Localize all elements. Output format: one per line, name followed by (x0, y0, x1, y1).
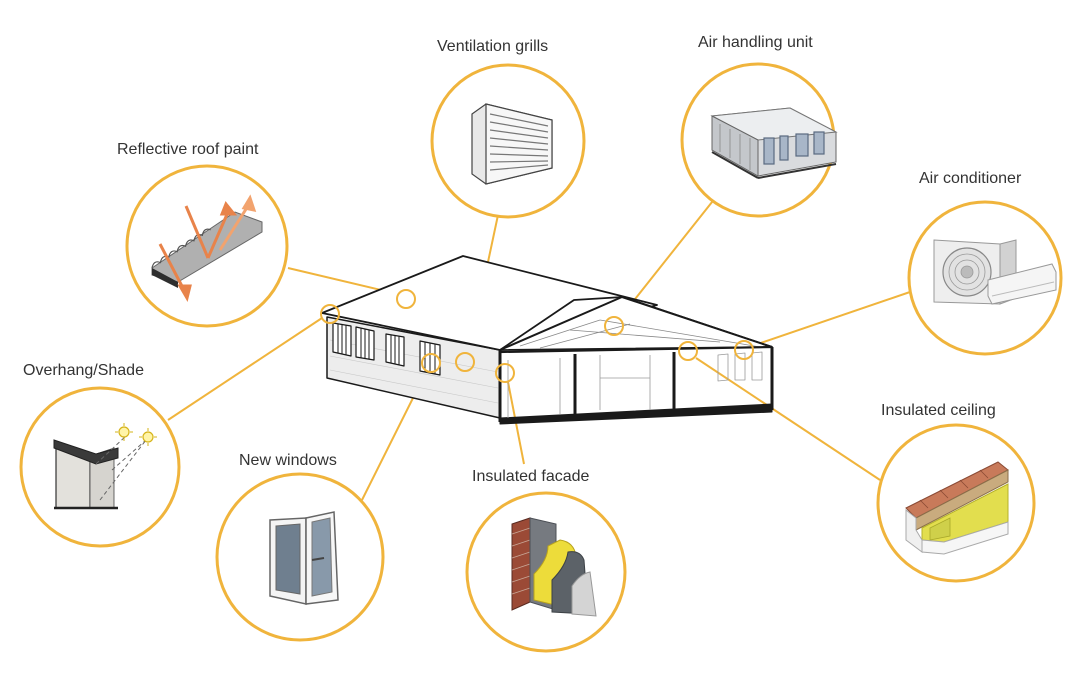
connector-air-handling-unit (619, 196, 717, 319)
connector-air-conditioner (751, 291, 911, 347)
overhang-shade-icon (53, 423, 157, 510)
air-conditioner-icon (933, 239, 1057, 305)
marker-air-handling-unit (604, 316, 624, 336)
cutaway-roof-edge (499, 296, 773, 351)
interior-details (507, 351, 763, 418)
marker-reflective-roof-paint (396, 289, 416, 309)
sun-icon (118, 426, 154, 443)
marker-insulated-ceiling (678, 341, 698, 361)
ceiling-lines (519, 319, 761, 349)
label-reflective-roof-paint: Reflective roof paint (117, 141, 259, 158)
connector-insulated-ceiling (695, 357, 881, 481)
cutaway-back-wall (499, 345, 773, 354)
markers (320, 289, 754, 383)
air-handling-unit-icon (710, 107, 838, 179)
connector-lines (167, 196, 911, 501)
marker-ventilation-grills (455, 352, 475, 372)
label-ventilation-grills: Ventilation grills (437, 38, 549, 55)
cutaway-floor (499, 403, 773, 425)
label-overhang-shade: Overhang/Shade (23, 362, 144, 379)
marker-new-windows (421, 353, 441, 373)
reflective-roof-icon (151, 194, 263, 302)
label-new-windows: New windows (239, 452, 337, 469)
front-windows (332, 322, 441, 376)
connector-overhang-shade (167, 317, 323, 421)
window-icon (269, 511, 339, 605)
insulated-facade-icon (511, 517, 597, 617)
label-air-handling-unit: Air handling unit (698, 34, 813, 51)
ventilation-grill-icon (471, 103, 553, 185)
marker-overhang-shade (320, 304, 340, 324)
insulated-ceiling-icon (905, 461, 1009, 555)
marker-insulated-facade (495, 363, 515, 383)
marker-air-conditioner (734, 340, 754, 360)
label-insulated-facade: Insulated facade (472, 468, 590, 485)
building-illustration (321, 255, 774, 425)
label-air-conditioner: Air conditioner (919, 170, 1022, 187)
label-insulated-ceiling: Insulated ceiling (881, 402, 996, 419)
